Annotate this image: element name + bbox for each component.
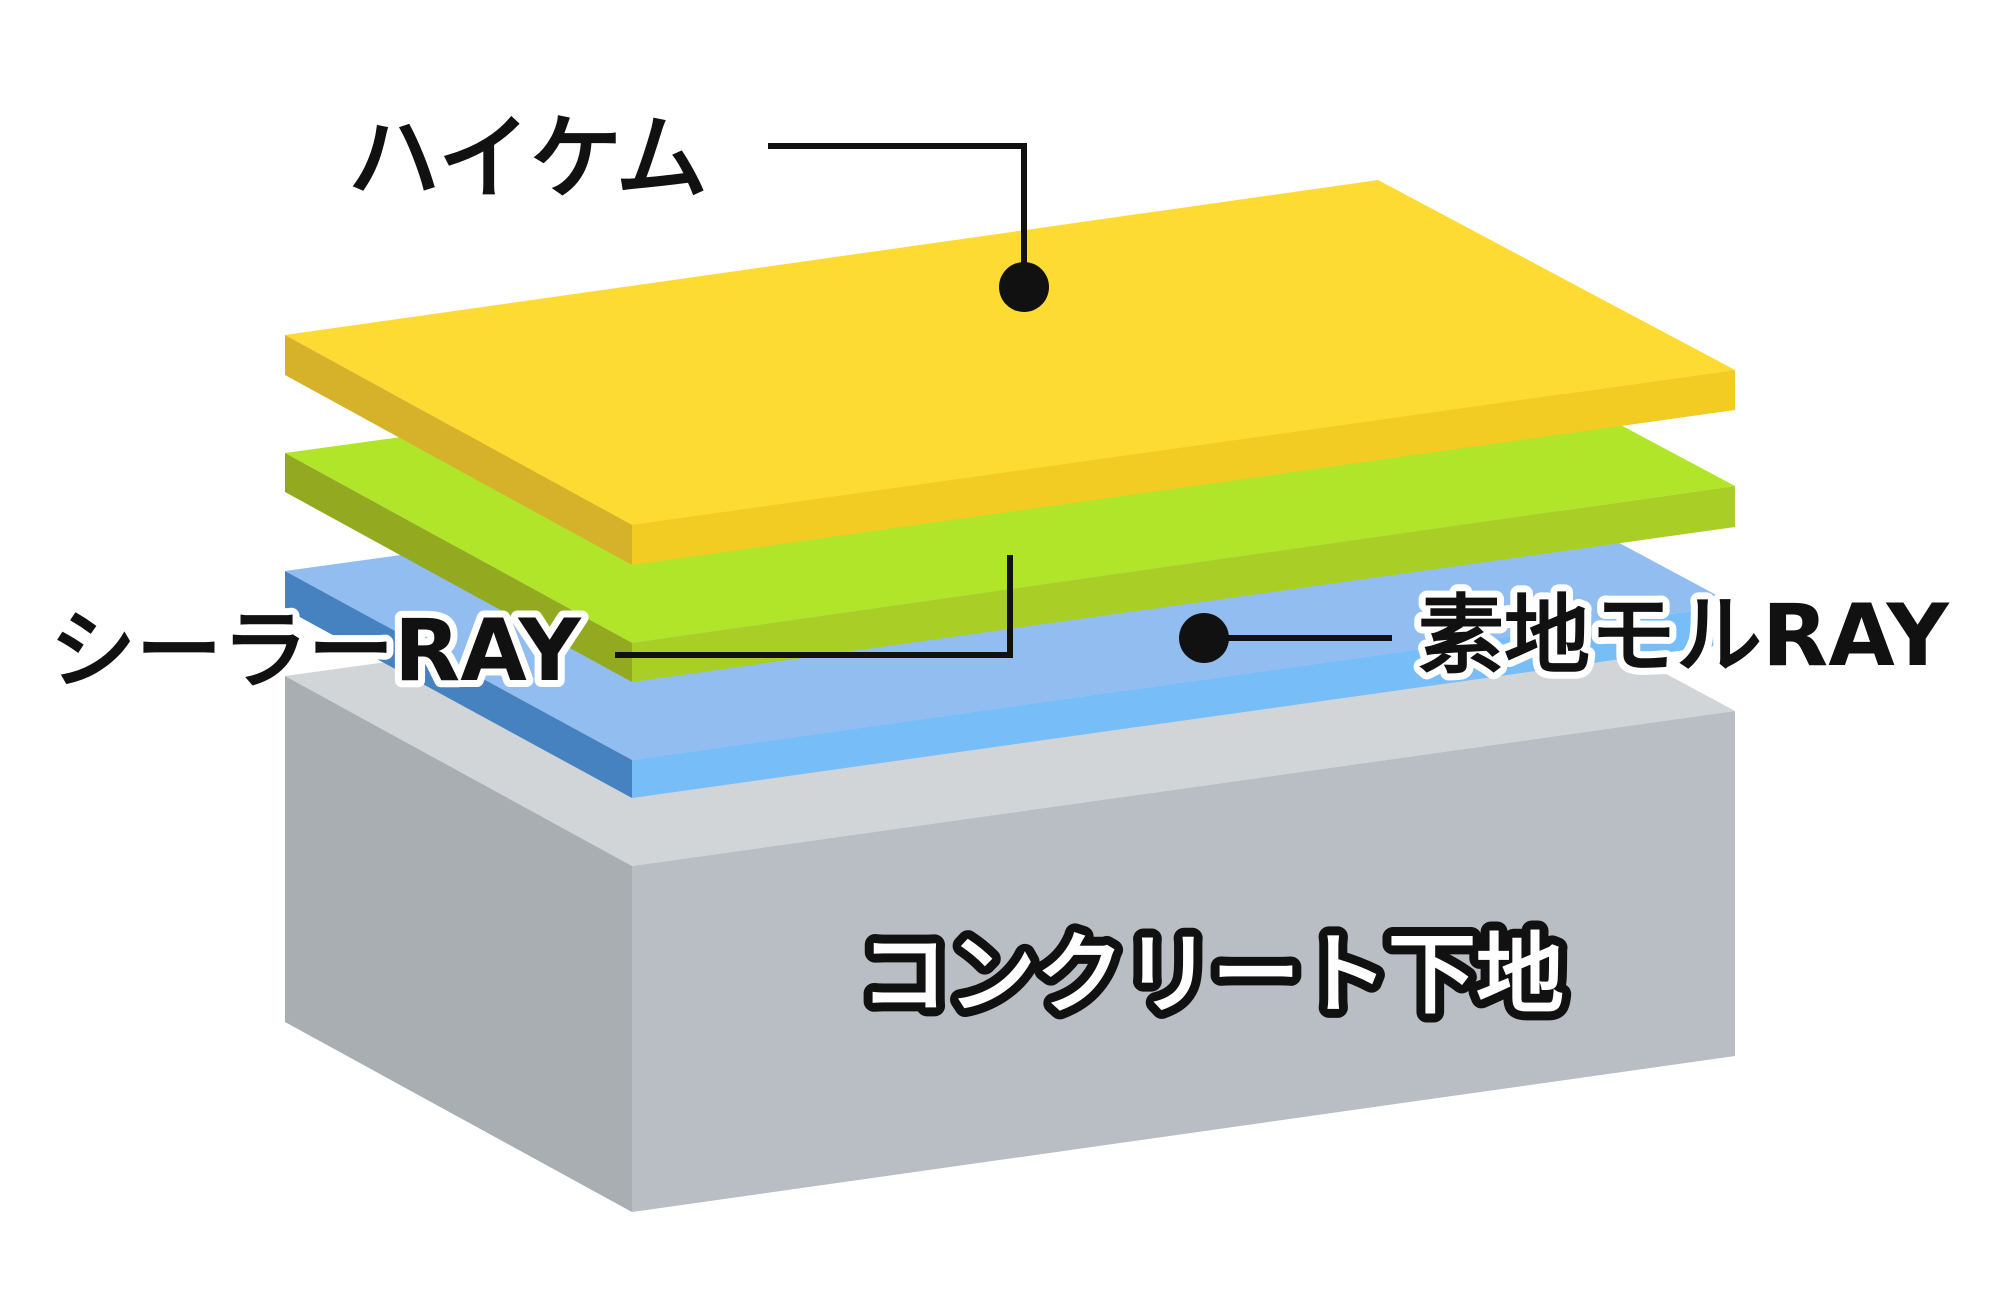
sealer-front-face [632,486,1735,682]
sealer-side-face [285,453,632,682]
concrete-side-face [285,676,632,1212]
top-coat-side-face [285,335,632,565]
top-coat-label: ハイケム [348,105,708,212]
leader-lines [615,143,1392,663]
top-coat-layer [285,180,1735,565]
top-coat-front-face [632,370,1735,565]
concrete-label: コンクリート下地 [860,923,1564,1026]
top-coat-leader-line [768,143,1027,287]
base-mortar-label: 素地モルRAY [1418,586,1951,686]
top-coat-leader-dot [999,262,1049,312]
sealer-label: シーラーRAY [50,601,583,701]
sealer-leader-line [615,555,1013,658]
top-coat-top-face [285,180,1735,525]
base-mortar-front-face [632,605,1735,798]
concrete-front-face [632,711,1735,1212]
base-mortar-leader-dot [1179,613,1229,663]
base-mortar-side-face [285,571,632,798]
